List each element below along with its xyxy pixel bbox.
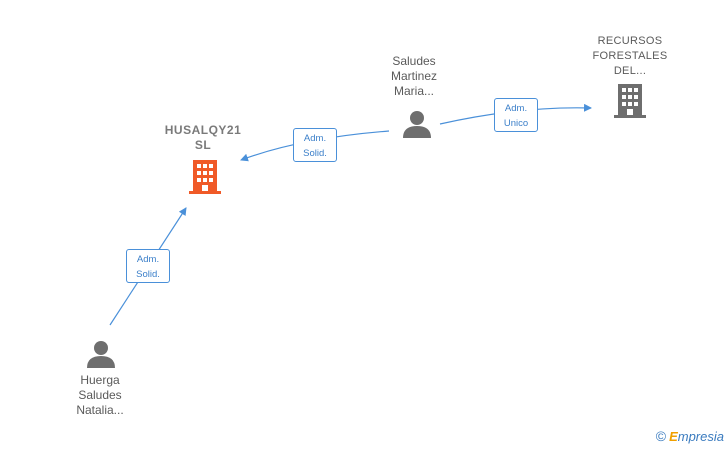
edge-label-line2: Solid. — [136, 269, 160, 280]
label-line1: RECURSOS — [597, 35, 663, 47]
company-main-label[interactable]: HUSALQY21 SL — [155, 123, 251, 153]
edge-label-line2: Unico — [503, 118, 529, 129]
label-line2: FORESTALES — [592, 50, 668, 62]
edge-label-line1: Adm. — [303, 133, 327, 144]
person-icon-bottom[interactable] — [86, 340, 116, 368]
label-line2: Martinez — [390, 69, 437, 83]
edge-label-line1: Adm. — [504, 103, 528, 114]
edge-label-line1: Adm. — [136, 254, 160, 265]
building-icon[interactable] — [614, 84, 646, 118]
company-right-label[interactable]: RECURSOS FORESTALES DEL... — [580, 34, 680, 79]
person-center-label[interactable]: Saludes Martinez Maria... — [374, 54, 454, 99]
brand-watermark: ©Empresia — [656, 428, 724, 444]
edge-label-line2: Solid. — [303, 148, 327, 159]
edge-label-bottom-to-main[interactable]: Adm. Solid. — [126, 249, 170, 283]
person-icon[interactable] — [402, 110, 432, 138]
edge-label-center-to-right[interactable]: Adm. Unico — [494, 98, 538, 132]
label-line1: HUSALQY21 — [164, 123, 242, 137]
person-bottom-label[interactable]: Huerga Saludes Natalia... — [58, 373, 142, 418]
label-line2: Saludes — [78, 388, 122, 402]
brand-name: mpresia — [677, 429, 724, 444]
label-line3: DEL... — [613, 65, 647, 77]
label-line3: Natalia... — [76, 403, 124, 417]
brand-initial: E — [669, 429, 678, 444]
label-line3: Maria... — [393, 84, 434, 98]
edge-label-center-to-main[interactable]: Adm. Solid. — [293, 128, 337, 162]
label-line1: Huerga — [80, 373, 120, 387]
label-line1: Saludes — [392, 54, 436, 68]
copyright-symbol: © — [655, 428, 667, 444]
label-line2: SL — [194, 138, 212, 152]
building-icon-main[interactable] — [189, 160, 221, 194]
